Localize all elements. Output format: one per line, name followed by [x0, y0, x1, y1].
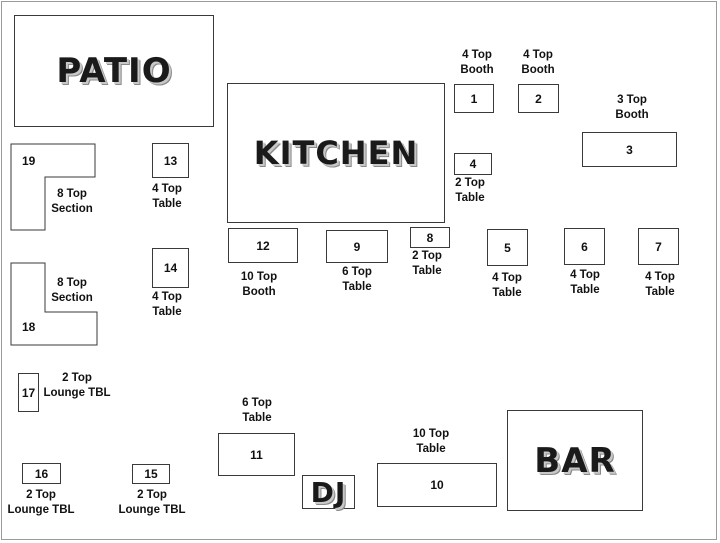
table-number: 8 — [426, 230, 434, 245]
table-6[interactable]: 6 — [564, 228, 605, 265]
table-19[interactable] — [10, 143, 98, 233]
table-15[interactable]: 15 — [132, 464, 170, 484]
table-16[interactable]: 16 — [22, 463, 61, 484]
table-18-number: 18 — [22, 320, 36, 334]
table-9[interactable]: 9 — [326, 230, 388, 263]
table-number: 7 — [655, 239, 662, 254]
table-number: 15 — [144, 467, 158, 481]
bar-label: BAR — [534, 440, 616, 481]
table-1[interactable]: 1 — [454, 84, 494, 113]
table-5[interactable]: 5 — [487, 229, 528, 266]
table-10[interactable]: 10 — [377, 463, 497, 507]
table-4[interactable]: 4 — [454, 153, 492, 175]
table-number: 16 — [34, 466, 49, 481]
table-number: 17 — [21, 385, 36, 400]
table-number: 9 — [353, 239, 361, 254]
table-19-number: 19 — [22, 154, 36, 168]
table-18[interactable] — [10, 262, 100, 348]
table-8[interactable]: 8 — [410, 227, 450, 248]
patio-area: PATIO — [14, 15, 214, 127]
table-number: 10 — [430, 478, 444, 492]
table-number: 6 — [581, 239, 588, 254]
dj-area: DJ — [302, 475, 355, 509]
kitchen-label: KITCHEN — [253, 134, 419, 172]
table-number: 2 — [535, 91, 542, 106]
table-number: 12 — [256, 238, 270, 253]
table-number: 13 — [163, 153, 178, 168]
table-12[interactable]: 12 — [228, 228, 298, 263]
bar-area: BAR — [507, 410, 643, 511]
table-3[interactable]: 3 — [582, 132, 677, 167]
table-2[interactable]: 2 — [518, 84, 559, 113]
table-number: 5 — [504, 240, 511, 255]
table-14[interactable]: 14 — [152, 248, 189, 288]
table-number: 3 — [626, 142, 633, 157]
table-number: 4 — [469, 157, 477, 171]
table-11[interactable]: 11 — [218, 433, 295, 476]
table-17[interactable]: 17 — [18, 373, 39, 412]
table-number: 11 — [250, 447, 263, 462]
table-number: 14 — [163, 261, 178, 275]
table-number: 1 — [470, 91, 478, 106]
kitchen-area: KITCHEN — [227, 83, 445, 223]
dj-label: DJ — [310, 475, 347, 509]
table-7[interactable]: 7 — [638, 228, 679, 265]
patio-label: PATIO — [56, 51, 172, 91]
table-13[interactable]: 13 — [152, 143, 189, 178]
